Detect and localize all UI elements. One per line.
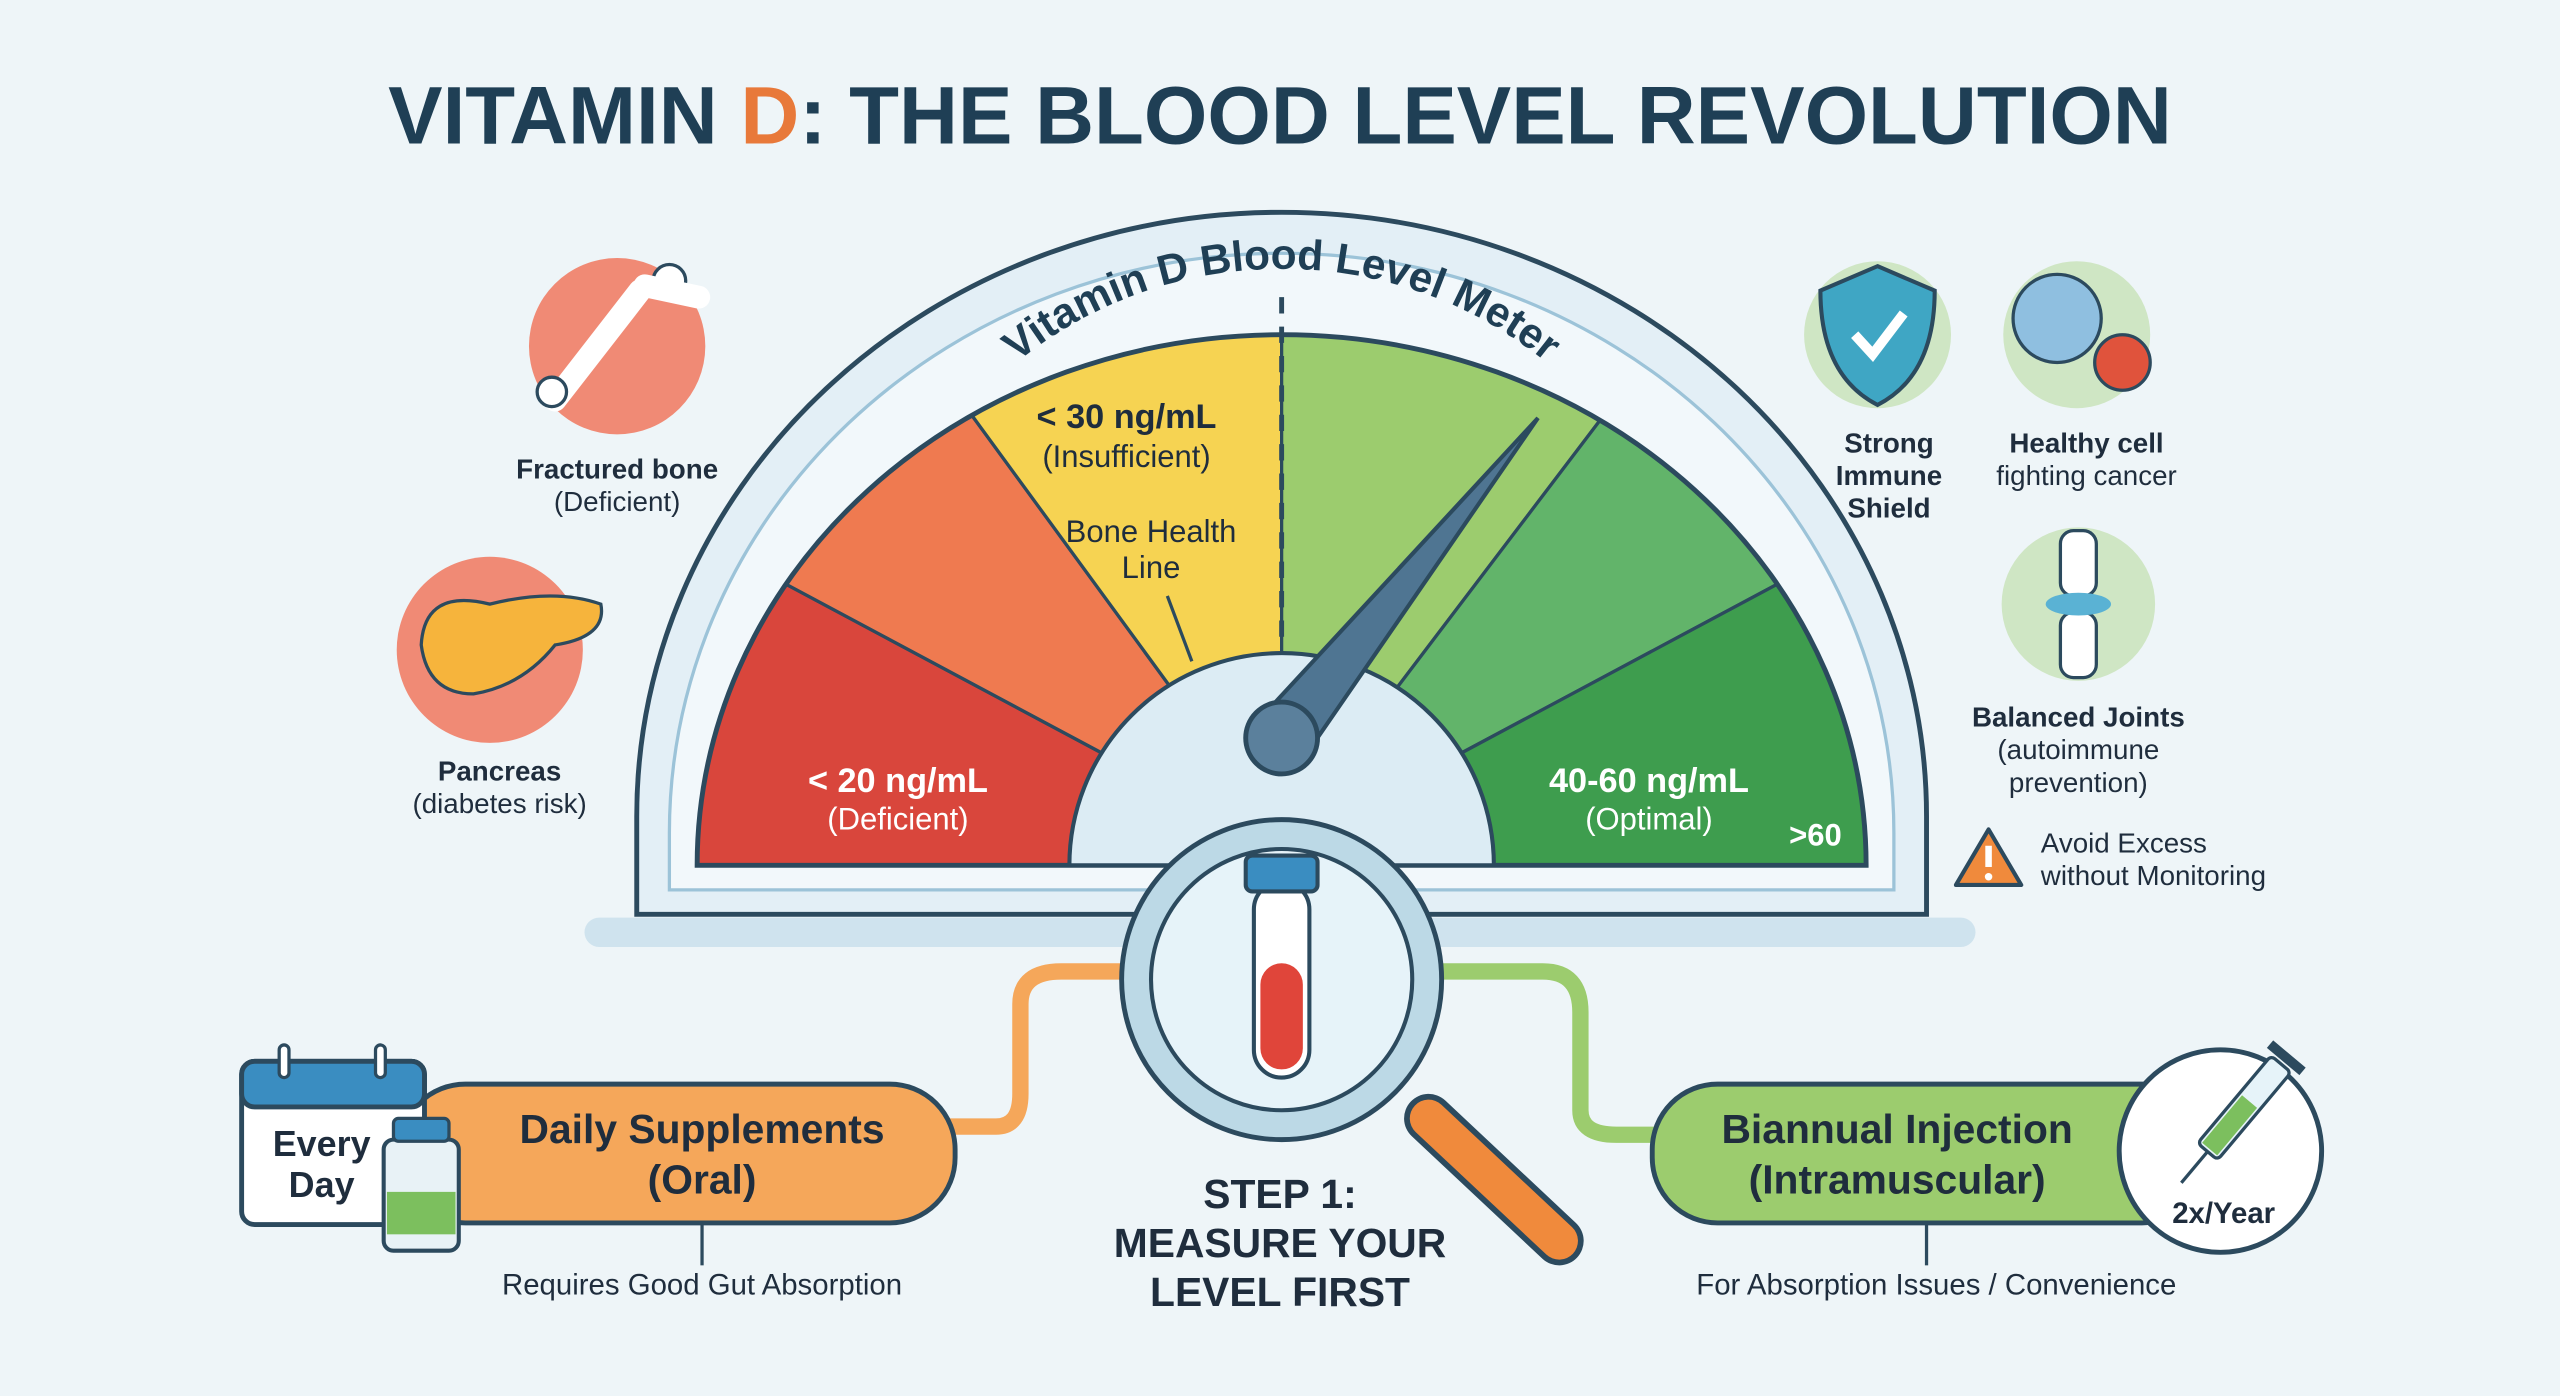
excess-label: >60	[1789, 818, 1842, 853]
effect-line: Shield	[1847, 493, 1930, 524]
effect-line: Balanced Joints	[1972, 702, 2185, 733]
effect-sub: (Deficient)	[554, 486, 680, 517]
effect-line: Immune	[1836, 460, 1942, 491]
effect-sub: (diabetes risk)	[412, 788, 586, 819]
gauge-segments	[694, 332, 1869, 868]
oral-connector	[946, 963, 1127, 1135]
optimal-value: 40-60 ng/mL	[1549, 762, 1749, 800]
shield-check-icon	[1804, 261, 1952, 409]
pancreas-icon	[396, 556, 604, 743]
oral-title: (Oral)	[648, 1157, 757, 1203]
effect-line: Healthy cell	[2009, 427, 2163, 458]
deficient-label: (Deficient)	[827, 801, 968, 836]
oral-note: Requires Good Gut Absorption	[502, 1269, 902, 1302]
injection-frequency-badge: 2x/Year	[2172, 1197, 2275, 1230]
effect-line: Avoid Excess	[2041, 827, 2207, 858]
warning-icon	[1953, 827, 2024, 887]
step-label: LEVEL FIRST	[1150, 1269, 1410, 1315]
supplement-bottle-icon	[381, 1116, 461, 1253]
bone-line-label: Bone Health	[1066, 514, 1237, 549]
syringe-icon	[2116, 1040, 2325, 1255]
calendar-label: Every	[273, 1123, 371, 1164]
calendar-label: Day	[289, 1164, 355, 1205]
optimal-label: (Optimal)	[1585, 801, 1713, 836]
effect-line: Strong	[1844, 427, 1933, 458]
injection-title: (Intramuscular)	[1749, 1157, 2046, 1203]
deficient-value: < 20 ng/mL	[808, 762, 988, 800]
fractured-bone-icon	[528, 258, 711, 435]
effect-line: fighting cancer	[1996, 460, 2176, 491]
gauge-outline	[694, 332, 1869, 868]
effect-line: (autoimmune	[1997, 734, 2159, 765]
effect-title: Pancreas	[438, 755, 561, 786]
bone-line-pointer	[1165, 595, 1194, 662]
insufficient-label: (Insufficient)	[1042, 439, 1210, 474]
page-title: VITAMIN D: THE BLOOD LEVEL REVOLUTION	[388, 71, 2172, 162]
injection-note: For Absorption Issues / Convenience	[1696, 1269, 2176, 1302]
magnifier-blood-tube-icon	[1119, 817, 1584, 1266]
cell-virus-icon	[2003, 261, 2152, 409]
joint-icon	[2001, 527, 2156, 681]
calendar-icon	[239, 1043, 427, 1227]
bone-line-label: Line	[1122, 550, 1181, 585]
step-label: STEP 1:	[1203, 1171, 1356, 1217]
oral-title: Daily Supplements	[520, 1106, 885, 1152]
injection-connector	[1436, 963, 1666, 1143]
needle-pivot	[1243, 699, 1320, 777]
insufficient-value: < 30 ng/mL	[1037, 398, 1217, 436]
effect-line: prevention)	[2009, 767, 2148, 798]
effect-line: without Monitoring	[2040, 860, 2266, 891]
injection-title: Biannual Injection	[1721, 1106, 2072, 1152]
effect-title: Fractured bone	[516, 453, 718, 484]
step-label: MEASURE YOUR	[1114, 1220, 1446, 1266]
